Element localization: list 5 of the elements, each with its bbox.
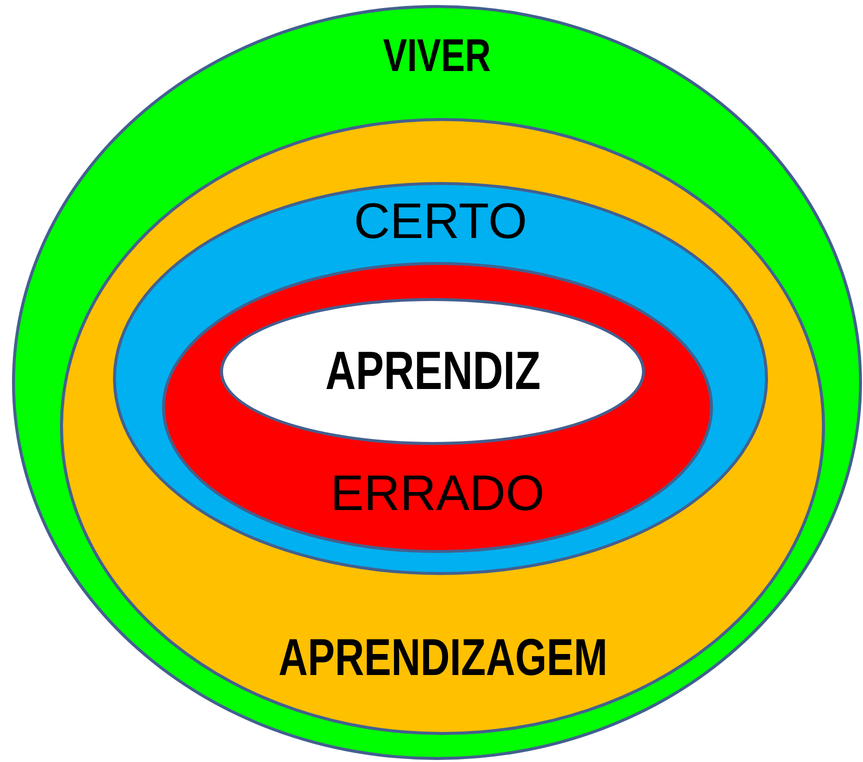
ring-label: CERTO <box>354 196 528 246</box>
center-label: APRENDIZ <box>324 344 540 398</box>
ring-label: ERRADO <box>330 468 544 518</box>
ring-label: APRENDIZAGEM <box>278 632 607 684</box>
ring-label: VIVER <box>383 32 491 78</box>
